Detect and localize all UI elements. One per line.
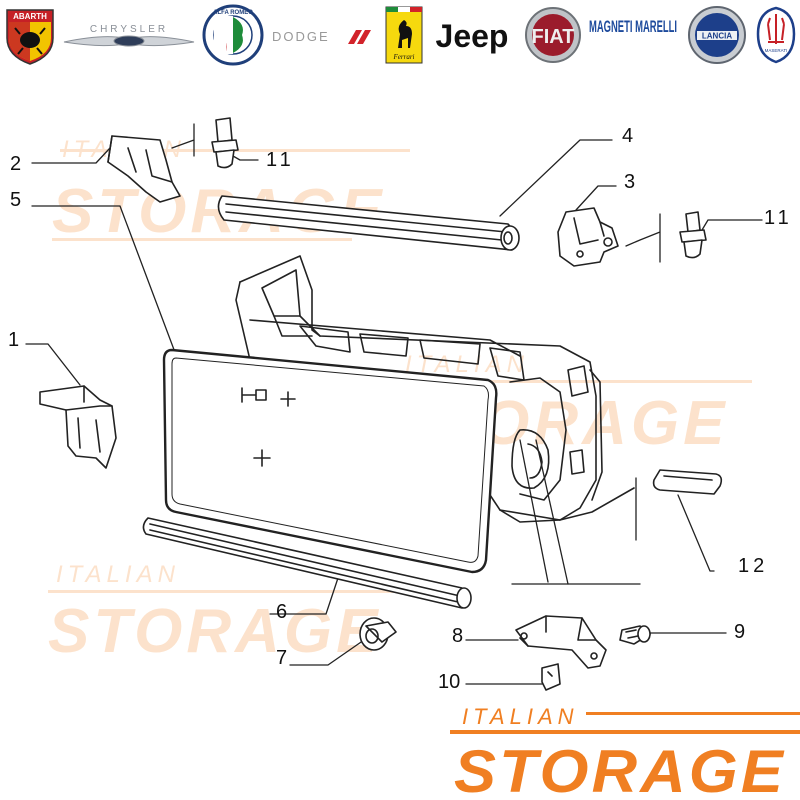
callout-1: 1 xyxy=(8,329,19,351)
dodge-label: DODGE xyxy=(272,29,330,44)
exploded-parts-diagram: ITALIAN STORAGE ITALIAN STORAGE ITALIAN … xyxy=(8,117,793,693)
callout-5: 5 xyxy=(10,189,21,211)
lancia-logo[interactable]: LANCIA xyxy=(686,4,748,66)
part-8-bracket[interactable] xyxy=(515,615,607,669)
watermark-line1: ITALIAN xyxy=(56,561,180,588)
callout-7: 7 xyxy=(276,647,287,669)
italian-storage-logo: ITALIAN STORAGE xyxy=(450,704,800,800)
chrysler-label: CHRYSLER xyxy=(90,24,168,35)
abarth-label: ABARTH xyxy=(13,12,47,21)
callout-9: 9 xyxy=(734,621,745,643)
callout-6: 6 xyxy=(276,601,287,623)
callout-11-top: 11 xyxy=(266,149,295,171)
brand-logo-bar: ABARTH CHRYSLER ALFA ROMEO DODGE xyxy=(0,0,800,70)
alfa-romeo-logo[interactable]: ALFA ROMEO xyxy=(202,4,264,66)
magneti-marelli-logo[interactable]: MAGNETI MARELLI xyxy=(586,4,680,66)
part-7-plug[interactable] xyxy=(359,617,397,651)
fiat-logo[interactable]: FIAT xyxy=(524,4,582,66)
door-frame xyxy=(235,255,635,523)
watermark-bottom-left: ITALIAN STORAGE xyxy=(48,561,408,666)
callout-3: 3 xyxy=(624,171,635,193)
maserati-label: MASERATI xyxy=(765,48,788,53)
dodge-logo[interactable]: DODGE xyxy=(268,4,376,66)
part-11-pin-right[interactable] xyxy=(679,211,707,259)
callout-11-right: 11 xyxy=(764,207,793,229)
callout-8: 8 xyxy=(452,625,463,647)
panel-fastener-marks xyxy=(241,387,296,467)
part-1-clip[interactable] xyxy=(39,385,117,469)
callout-10: 10 xyxy=(438,671,460,693)
alfa-romeo-label: ALFA ROMEO xyxy=(213,10,253,16)
callout-2: 2 xyxy=(10,153,21,175)
callout-labels: 2 5 1 4 3 11 11 12 6 7 8 9 10 xyxy=(8,125,793,693)
part-10-clip-nut[interactable] xyxy=(541,663,561,691)
part-5-door-panel[interactable] xyxy=(162,348,498,574)
footer-logo-line1: ITALIAN xyxy=(462,704,579,729)
chrysler-logo[interactable]: CHRYSLER xyxy=(62,4,196,66)
callout-12: 12 xyxy=(738,555,768,577)
ferrari-logo[interactable]: Ferrari xyxy=(384,4,424,66)
watermark-line2: STORAGE xyxy=(48,597,381,666)
jeep-logo[interactable]: Jeep xyxy=(428,4,516,66)
part-6-bottom-seal[interactable] xyxy=(142,517,472,609)
lancia-label: LANCIA xyxy=(702,32,732,41)
callout-4: 4 xyxy=(622,125,633,147)
footer-logo-line2: STORAGE xyxy=(454,738,786,800)
part-3-hinge[interactable] xyxy=(557,207,619,267)
magneti-marelli-label: MAGNETI MARELLI xyxy=(589,17,677,36)
part-4-top-seal[interactable] xyxy=(217,195,520,251)
part-2-bracket[interactable] xyxy=(107,135,181,203)
jeep-label: Jeep xyxy=(436,18,509,54)
part-12-pad[interactable] xyxy=(652,469,723,495)
ferrari-label: Ferrari xyxy=(393,53,415,61)
part-9-screw[interactable] xyxy=(619,625,651,645)
abarth-logo[interactable]: ABARTH xyxy=(2,4,57,66)
maserati-logo[interactable]: MASERATI xyxy=(754,4,798,66)
part-11-pin-top[interactable] xyxy=(211,117,239,169)
leader-lines xyxy=(25,123,763,685)
fiat-label: FIAT xyxy=(532,26,575,48)
